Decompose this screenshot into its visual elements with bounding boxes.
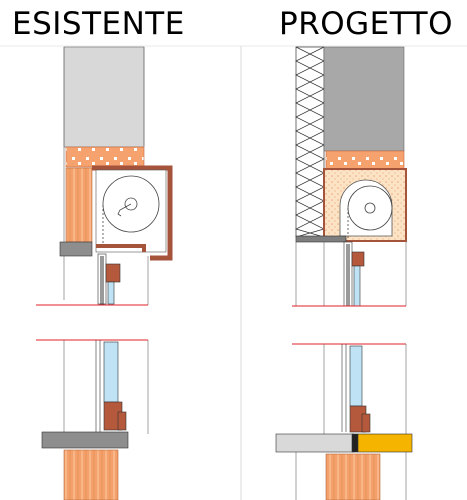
- project-sill-bottom: [275, 433, 413, 453]
- title-existing: ESISTENTE: [12, 6, 185, 42]
- title-project: PROGETTO: [279, 6, 453, 42]
- roller-shutter-icon: [347, 185, 393, 240]
- project-brick-base: [325, 453, 381, 500]
- insulation-zigzag-icon: [295, 46, 325, 238]
- project-lintel-bricks: [325, 150, 405, 170]
- existing-brick-column: [65, 167, 93, 243]
- existing-window-frame-upper: [97, 253, 121, 305]
- project-window-frame-upper: [343, 241, 365, 307]
- roller-shutter-icon: [102, 175, 160, 245]
- existing-wall-upper: [63, 46, 145, 148]
- existing-window-frame-lower: [95, 340, 127, 432]
- existing-lintel-bricks: [65, 146, 145, 168]
- existing-sill-bottom: [41, 431, 129, 449]
- existing-sill-top: [59, 241, 93, 257]
- project-sill-top: [295, 235, 347, 243]
- project-section: [275, 46, 413, 500]
- project-wall-upper: [323, 46, 405, 152]
- existing-section: [36, 46, 173, 500]
- existing-brick-base: [63, 449, 119, 500]
- project-window-frame-lower: [341, 344, 371, 433]
